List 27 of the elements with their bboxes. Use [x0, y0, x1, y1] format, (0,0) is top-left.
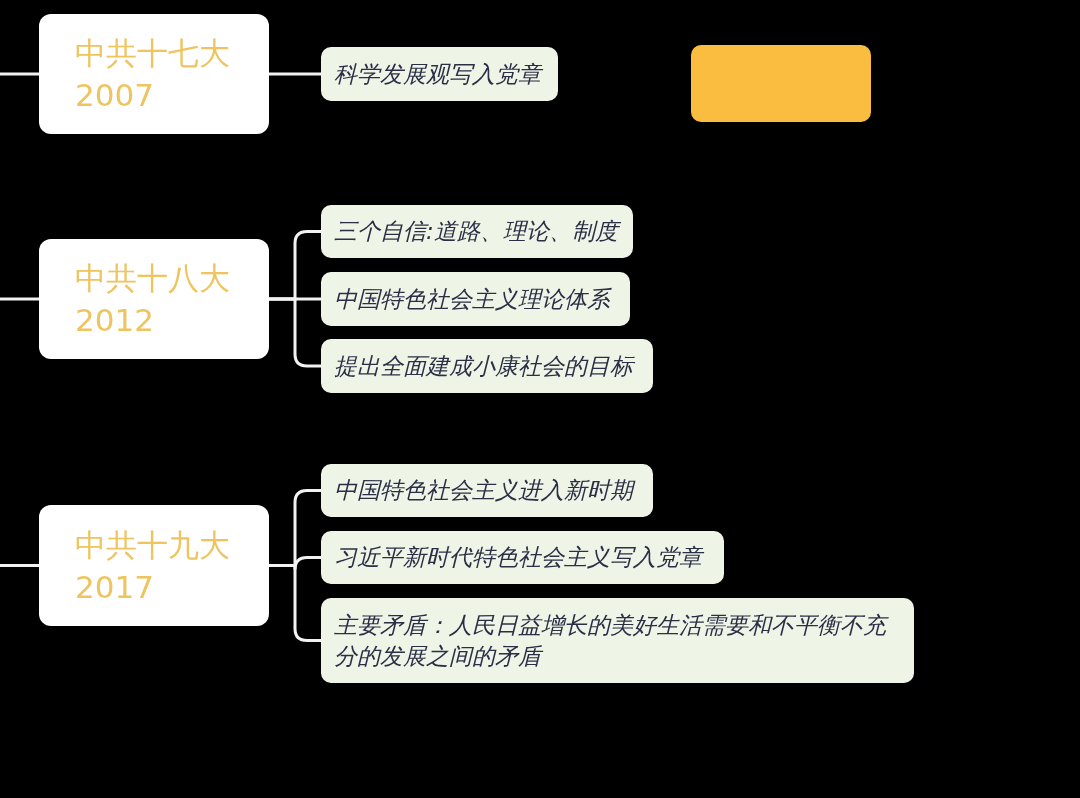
connector-line	[0, 297, 39, 301]
topic-title: 中共十七大	[75, 34, 230, 73]
topic-card	[39, 505, 269, 626]
subtopic-text: 中国特色社会主义理论体系	[334, 284, 610, 314]
connector-line	[0, 72, 39, 76]
empty-tag	[691, 45, 871, 122]
connector-line	[0, 564, 39, 567]
subtopic-text: 科学发展观写入党章	[334, 59, 541, 89]
topic-card	[39, 14, 269, 134]
subtopic-card	[321, 205, 633, 258]
connector-line	[269, 72, 321, 76]
topic-title: 中共十九大	[75, 525, 230, 565]
subtopic-card	[321, 598, 914, 683]
subtopic-card	[321, 272, 630, 326]
subtopic-text: 主要矛盾：人民日益增长的美好生活需要和不平衡不充分的发展之间的矛盾	[334, 609, 901, 672]
year-label: 2012	[75, 301, 154, 340]
subtopic-card	[321, 531, 724, 584]
connector-line	[269, 297, 321, 368]
year-label: 2007	[75, 76, 154, 115]
topic-title: 中共十八大	[75, 259, 230, 298]
subtopic-card	[321, 464, 653, 517]
subtopic-card	[321, 339, 653, 393]
topic-card	[39, 239, 269, 359]
subtopic-text: 习近平新时代特色社会主义写入党章	[334, 543, 702, 572]
year-label: 2017	[75, 567, 154, 607]
subtopic-card	[321, 47, 558, 101]
subtopic-text: 提出全面建成小康社会的目标	[334, 351, 633, 381]
